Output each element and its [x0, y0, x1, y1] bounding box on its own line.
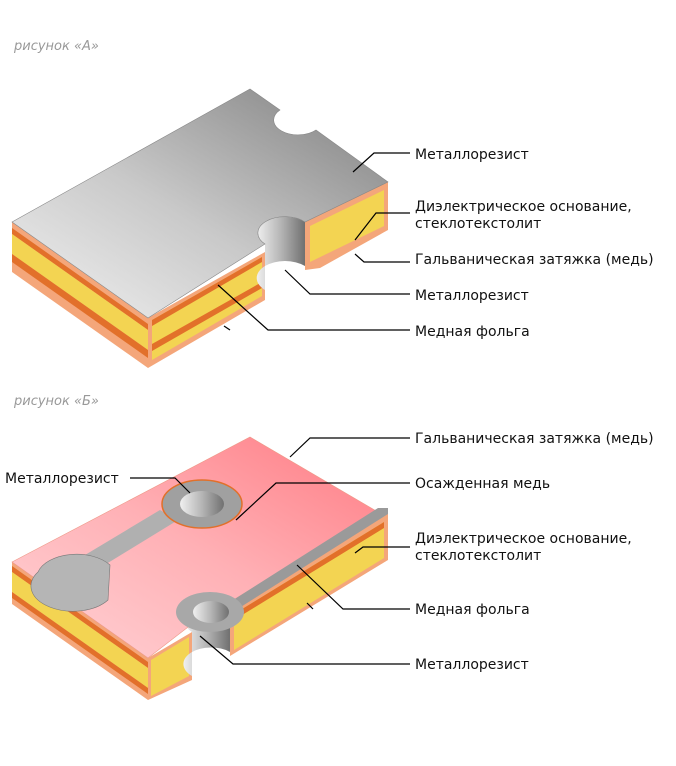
label-a-metalloresist-hole: Металлорезист	[415, 288, 529, 304]
figure-b-leaders	[130, 437, 410, 665]
label-b-galvanic: Гальваническая затяжка (медь)	[415, 431, 654, 447]
label-a-galvanic: Гальваническая затяжка (медь)	[415, 252, 654, 268]
label-b-dielectric-2: стеклотекстолит	[415, 548, 541, 564]
label-b-dielectric-1: Диэлектрическое основание,	[415, 531, 632, 547]
label-a-dielectric-1: Диэлектрическое основание,	[415, 199, 632, 215]
label-b-metalloresist-hole: Металлорезист	[415, 657, 529, 673]
figure-a-caption: рисунок «А»	[13, 39, 99, 54]
label-b-copper-foil: Медная фольга	[415, 602, 530, 618]
label-a-dielectric-2: стеклотекстолит	[415, 216, 541, 232]
figure-b-caption: рисунок «Б»	[13, 394, 99, 409]
label-a-copper-foil: Медная фольга	[415, 324, 530, 340]
label-a-metalloresist-top: Металлорезист	[415, 147, 529, 163]
figure-a-board	[11, 88, 389, 368]
figure-a-leaders	[217, 152, 410, 331]
label-b-metalloresist-pad: Металлорезист	[5, 471, 119, 487]
label-b-deposited-copper: Осажденная медь	[415, 476, 550, 492]
figure-b-board	[11, 436, 388, 700]
